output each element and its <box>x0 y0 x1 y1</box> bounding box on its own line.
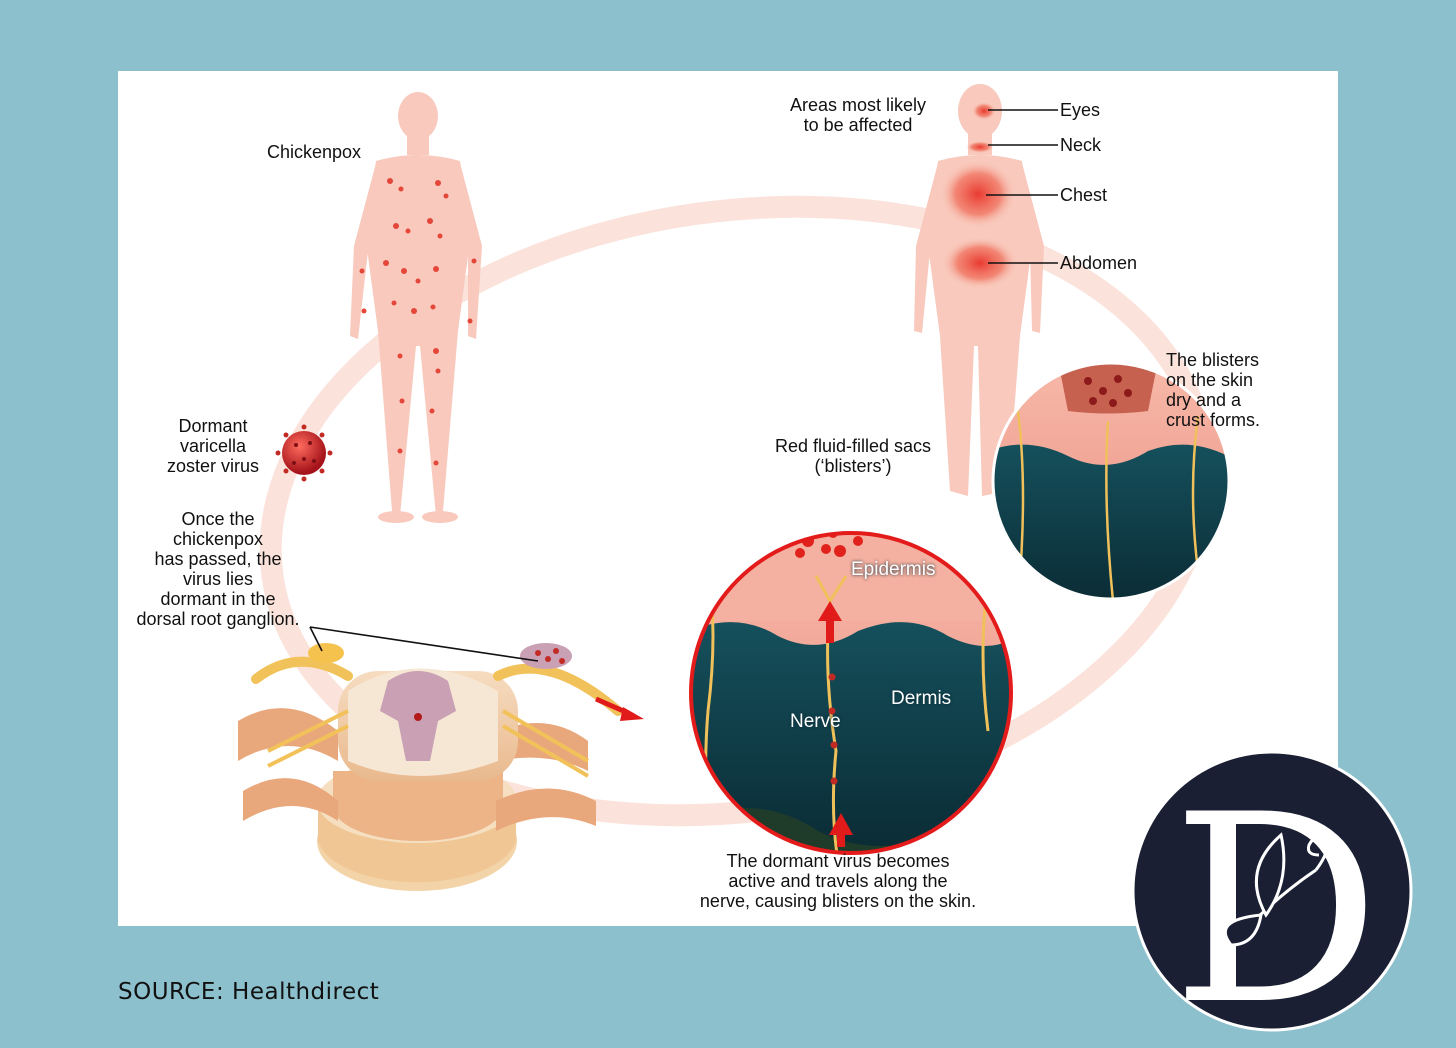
label-dermis: Dermis <box>891 688 952 709</box>
label-abdomen: Abdomen <box>1060 253 1138 273</box>
label-blisters-dry: The blisters on the skin dry and a crust… <box>1166 350 1261 430</box>
label-once-passed: Once the chickenpox has passed, the viru… <box>136 509 300 629</box>
label-areas-affected: Areas most likely to be affected <box>789 95 927 135</box>
label-red-sacs: Red fluid-filled sacs (‘blisters’) <box>774 436 932 476</box>
diagram-panel: Chickenpox Areas most likely to be affec… <box>118 71 1338 926</box>
label-dormant-active: The dormant virus becomes active and tra… <box>699 851 977 911</box>
area-leader-lines <box>986 109 1058 264</box>
ganglion-pointer-lines <box>309 626 539 662</box>
chickenpox-spots <box>359 178 477 466</box>
body-silhouette-affected-areas <box>914 84 1044 496</box>
label-dormant-virus: Dormant varicella zoster virus <box>166 416 260 476</box>
virus-icon <box>275 424 333 482</box>
source-caption: SOURCE: Healthdirect <box>118 979 380 1005</box>
spinal-cord-illustration <box>238 643 623 891</box>
brand-logo: D <box>1131 750 1413 1048</box>
bottom-up-arrow <box>829 813 853 847</box>
diagram-illustration <box>238 84 1231 891</box>
body-silhouette-chickenpox <box>350 92 482 523</box>
label-eyes: Eyes <box>1060 100 1101 120</box>
label-chickenpox: Chickenpox <box>267 142 362 162</box>
label-chest: Chest <box>1060 185 1108 205</box>
spine-red-arrow <box>594 696 644 721</box>
skin-cross-section-crust <box>991 361 1231 601</box>
affected-area-spots <box>940 102 1018 289</box>
nerve-up-arrow <box>818 601 842 643</box>
label-neck: Neck <box>1060 135 1102 155</box>
label-nerve: Nerve <box>790 711 841 732</box>
label-epidermis: Epidermis <box>851 559 936 580</box>
logo-letter: D <box>1172 760 1380 1032</box>
